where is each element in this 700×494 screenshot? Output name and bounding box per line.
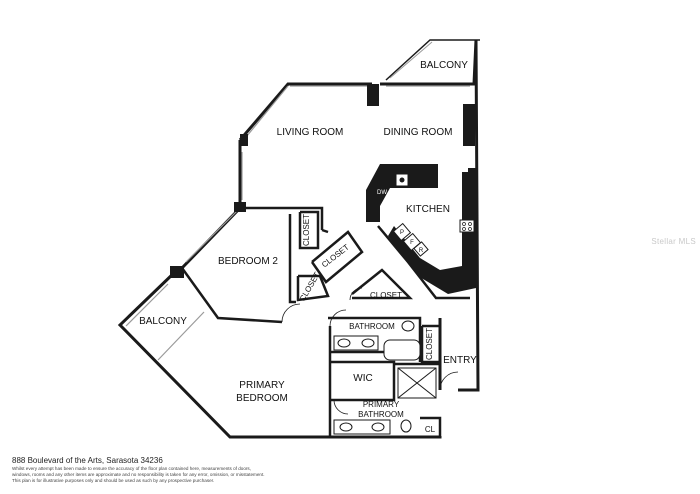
- label-dw: DW: [377, 190, 387, 196]
- appliance-labels: DW P F R: [377, 190, 424, 254]
- label-primary-bedroom-1: PRIMARY: [239, 380, 285, 391]
- address: 888 Boulevard of the Arts, Sarasota 3423…: [12, 456, 163, 465]
- outer-wall-top: [238, 82, 372, 141]
- label-balcony-left: BALCONY: [139, 316, 187, 327]
- cl-box: [420, 416, 442, 436]
- closet-d-box: [351, 268, 414, 300]
- closet-e-box: [420, 324, 442, 364]
- label-closet-d: CLOSET: [370, 291, 402, 300]
- door-bath: [329, 309, 347, 327]
- window-primary: [157, 311, 205, 361]
- watermark: Stellar MLS: [651, 237, 696, 246]
- sink-primary-1: [339, 422, 353, 432]
- toilet-primary: [400, 419, 412, 433]
- label-dining-room: DINING ROOM: [384, 127, 453, 138]
- toilet-bath: [401, 320, 415, 332]
- label-living-room: LIVING ROOM: [277, 127, 344, 138]
- column-balcony: [170, 266, 184, 278]
- closet-c-box: [296, 274, 330, 302]
- label-primary-bathroom-2: BATHROOM: [358, 410, 404, 419]
- label-closet-e: CLOSET: [425, 328, 434, 360]
- sink-bath-1: [337, 338, 351, 348]
- interior-walls: [180, 206, 470, 437]
- window-balcony-left: [125, 283, 169, 327]
- window-living-diag: [241, 85, 289, 143]
- label-cl: CL: [425, 425, 436, 434]
- doors: [281, 287, 459, 415]
- label-primary-bedroom-2: BEDROOM: [236, 393, 288, 404]
- wall-bedroom2-bottom: [180, 267, 283, 324]
- fixtures: [333, 320, 437, 435]
- cooktop-icon: [459, 219, 475, 233]
- label-kitchen: KITCHEN: [406, 204, 450, 215]
- disclaimer-line-2: windows, rooms and any other items are a…: [12, 472, 265, 477]
- wall-bedroom2-top: [240, 206, 324, 230]
- label-p: P: [400, 230, 404, 236]
- room-labels: BALCONY LIVING ROOM DINING ROOM KITCHEN …: [139, 60, 477, 434]
- footer: 888 Boulevard of the Arts, Sarasota 3423…: [12, 456, 412, 484]
- wic-box: [330, 360, 396, 402]
- label-bedroom-2: BEDROOM 2: [218, 256, 278, 267]
- wall-kitchen-lower: [377, 225, 470, 300]
- closet-b-box: [310, 230, 364, 284]
- label-bathroom: BATHROOM: [349, 322, 395, 331]
- sink-bath-2: [361, 338, 375, 348]
- tub: [383, 339, 421, 361]
- label-primary-bathroom-1: PRIMARY: [363, 400, 400, 409]
- outer-wall-bottom: [330, 435, 442, 439]
- disclaimer-line-3: This plan is for illustrative purposes o…: [12, 478, 215, 483]
- windows: [125, 85, 470, 361]
- wall-stub: [321, 228, 329, 234]
- label-f: F: [410, 240, 414, 246]
- outer-wall-left: [180, 140, 242, 270]
- column-living-corner: [240, 134, 248, 146]
- balcony-top: [385, 39, 480, 81]
- label-closet-a: CLOSET: [302, 214, 311, 246]
- kitchen-island: [366, 164, 438, 222]
- door-wic: [333, 399, 349, 415]
- door-bedroom2: [281, 303, 301, 323]
- label-r: R: [419, 248, 424, 254]
- column-dining: [463, 104, 475, 146]
- closet-a-box: [298, 210, 320, 250]
- outer-wall-primary: [117, 270, 330, 439]
- sink-primary-2: [371, 422, 385, 432]
- label-balcony-top: BALCONY: [420, 60, 468, 71]
- door-entry: [439, 371, 459, 391]
- label-wic: WIC: [353, 373, 372, 384]
- door-closet-d: [349, 287, 363, 301]
- range-box: [413, 241, 429, 257]
- disclaimer-line-1: Whilst every attempt has been made to en…: [12, 466, 252, 471]
- column-living: [367, 84, 379, 106]
- pantry-box: [392, 222, 412, 242]
- wall-closet-left: [288, 214, 296, 304]
- label-entry: ENTRY: [443, 355, 477, 366]
- kitchen-counter: [388, 172, 476, 294]
- window-bedroom2: [185, 209, 239, 263]
